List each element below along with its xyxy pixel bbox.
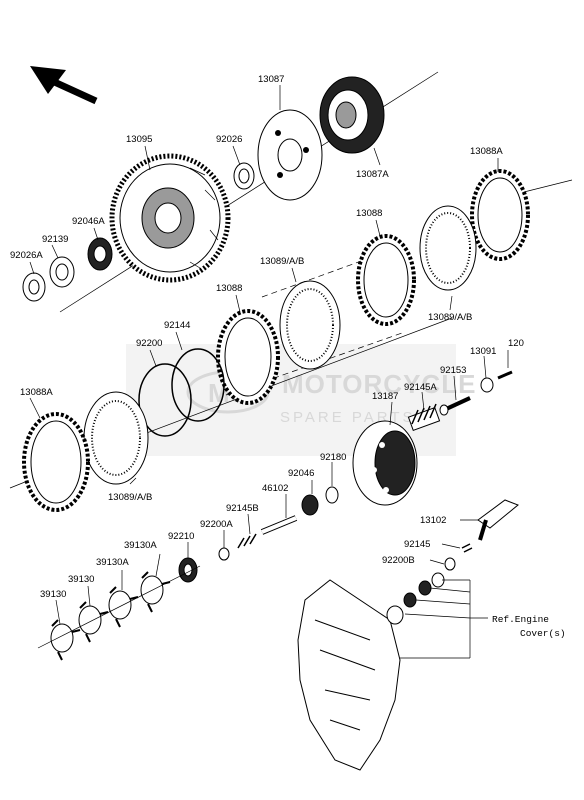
friction-plate-13088-mid <box>216 309 280 405</box>
label-13102: 13102 <box>420 515 446 526</box>
label-92144: 92144 <box>164 320 190 331</box>
friction-plate-13088-right <box>356 234 416 326</box>
ref-bracket <box>400 579 488 659</box>
label-92200b: 92200B <box>382 555 415 566</box>
washer-92026a-hole <box>28 279 40 295</box>
label-39130a-2: 39130A <box>96 557 129 568</box>
steel-plate-13089-right <box>419 205 477 291</box>
label-ref-cover: Cover(s) <box>520 628 566 639</box>
collar-92139 <box>49 256 75 288</box>
label-13088-top: 13088 <box>356 208 382 219</box>
pressure-plate-13087 <box>257 109 323 201</box>
label-ref-engine: Ref.Engine <box>492 614 549 625</box>
washer-92026-hole <box>238 168 250 184</box>
needle-bearing-92046a <box>87 237 113 271</box>
bolt-92153 <box>439 396 471 416</box>
spring-92145b <box>237 533 257 549</box>
washer-92200 <box>138 363 192 437</box>
label-46102: 46102 <box>262 483 288 494</box>
label-13089-right: 13089/A/B <box>428 312 472 323</box>
plate-39130a-1 <box>140 571 171 613</box>
clutch-housing-13095 <box>109 153 231 283</box>
washer-92200b <box>444 557 456 571</box>
plate-39130-1 <box>78 601 109 643</box>
label-92026: 92026 <box>216 134 242 145</box>
label-39130-1: 39130 <box>68 574 94 585</box>
screw-120 <box>497 370 513 380</box>
label-13087: 13087 <box>258 74 284 85</box>
clutch-hub-13087a <box>319 76 385 154</box>
label-13088a-top: 13088A <box>470 146 503 157</box>
cover-part-3 <box>403 592 417 608</box>
label-13095: 13095 <box>126 134 152 145</box>
label-92210: 92210 <box>168 531 194 542</box>
front-direction-arrow-icon <box>30 66 98 105</box>
label-92046a: 92046A <box>72 216 105 227</box>
friction-plate-13088a-top <box>470 169 530 261</box>
label-13088-mid: 13088 <box>216 283 242 294</box>
pushrod-axis-line <box>37 565 201 649</box>
label-13091: 13091 <box>470 346 496 357</box>
label-92145: 92145 <box>404 539 430 550</box>
label-92145a: 92145A <box>404 382 437 393</box>
label-92139: 92139 <box>42 234 68 245</box>
label-13187: 13187 <box>372 391 398 402</box>
washer-92200a <box>218 547 230 561</box>
steel-plate-13089-mid <box>279 280 341 370</box>
washer-92180 <box>325 486 339 504</box>
label-92200: 92200 <box>136 338 162 349</box>
lever-13102 <box>477 499 519 541</box>
label-39130a-1: 39130A <box>124 540 157 551</box>
cover-part-2 <box>418 580 432 596</box>
steel-plate-13089-left <box>83 391 149 485</box>
plate-39130-2 <box>50 619 81 661</box>
label-92026a: 92026A <box>10 250 43 261</box>
engine-cover <box>297 579 404 771</box>
label-92046: 92046 <box>288 468 314 479</box>
label-13089-left: 13089/A/B <box>108 492 152 503</box>
spring-92144 <box>171 348 225 422</box>
watermark: MSP MOTORCYCLE SPARE PARTS <box>126 344 476 456</box>
label-13088a-left: 13088A <box>20 387 53 398</box>
leader-lines <box>29 85 509 625</box>
label-92153: 92153 <box>440 365 466 376</box>
bearing-92046 <box>301 494 319 516</box>
label-13087a: 13087A <box>356 169 389 180</box>
spring-92145 <box>461 543 473 553</box>
label-39130-2: 39130 <box>40 589 66 600</box>
label-13089-mid: 13089/A/B <box>260 256 304 267</box>
label-92180: 92180 <box>320 452 346 463</box>
lifter-plate-13187 <box>352 420 418 506</box>
friction-plate-13088a-left <box>22 412 90 512</box>
plate-39130a-2 <box>108 586 139 628</box>
seal-92210-hole <box>183 563 193 577</box>
part-13091 <box>480 377 494 393</box>
label-92200a: 92200A <box>200 519 233 530</box>
watermark-title: MOTORCYCLE <box>282 369 476 399</box>
label-92145b: 92145B <box>226 503 259 514</box>
label-120: 120 <box>508 338 524 349</box>
push-rod-46102 <box>260 515 298 535</box>
